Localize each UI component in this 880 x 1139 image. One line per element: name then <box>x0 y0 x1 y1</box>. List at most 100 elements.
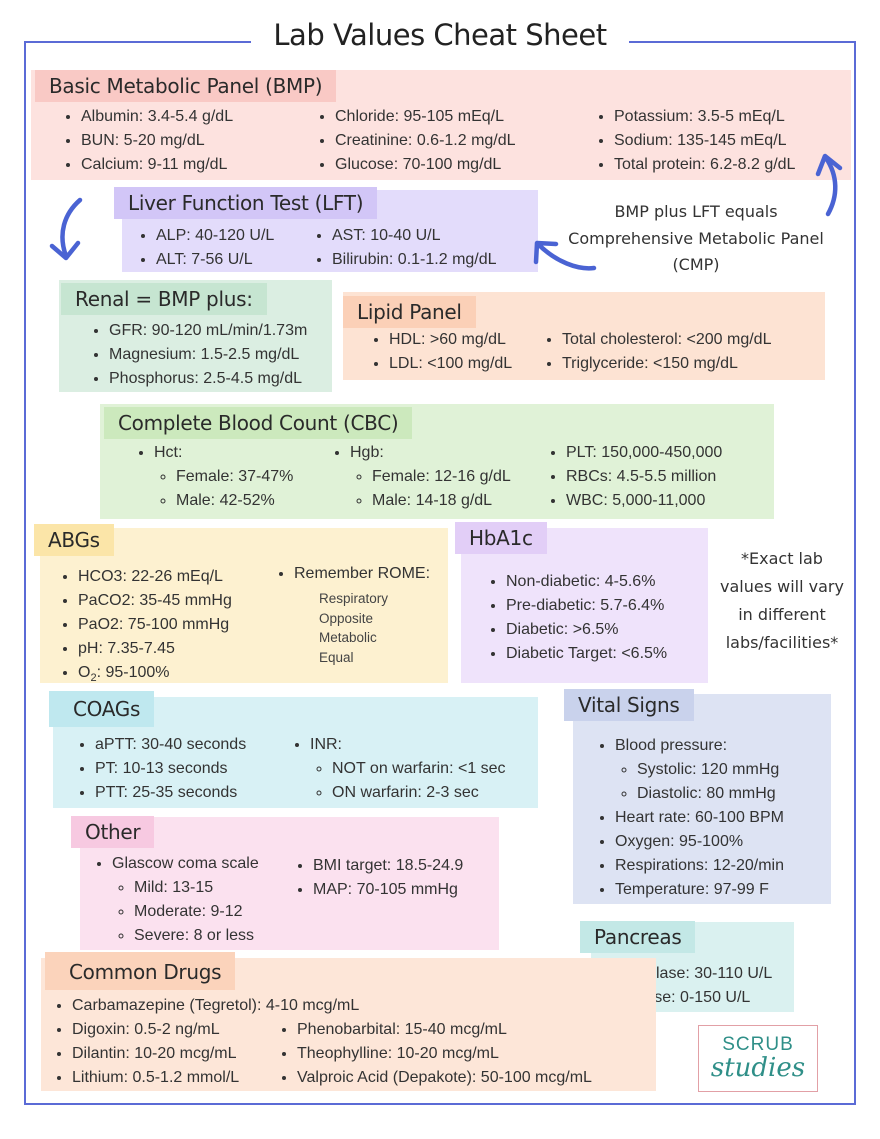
list-item: Chloride: 95-105 mEq/L <box>335 105 516 129</box>
abgs-col-1: HCO3: 22-26 mEq/LPaCO2: 35-45 mmHgPaO2: … <box>58 565 232 690</box>
renal-col-1: GFR: 90-120 mL/min/1.73mMagnesium: 1.5-2… <box>89 319 307 391</box>
other-panel: Other Glascow coma scale Mild: 13-15Mode… <box>71 816 499 950</box>
other-col-2: BMI target: 18.5-24.9MAP: 70-105 mmHg <box>293 854 463 902</box>
list-item: Mild: 13-15 <box>134 876 259 900</box>
cbc-col-3: PLT: 150,000-450,000RBCs: 4.5-5.5 millio… <box>546 441 722 513</box>
list-item: AST: 10-40 U/L <box>332 224 497 248</box>
list-item: MAP: 70-105 mmHg <box>313 878 463 902</box>
list-item: Diastolic: 80 mmHg <box>637 782 784 806</box>
rome-item: Respiratory <box>319 591 389 606</box>
list-item: Total protein: 6.2-8.2 g/dL <box>614 153 795 177</box>
list-item: NOT on warfarin: <1 sec <box>332 757 506 781</box>
list-item: HDL: >60 mg/dL <box>389 328 512 352</box>
note-line: labs/facilities* <box>725 633 839 652</box>
list-item: Potassium: 3.5-5 mEq/L <box>614 105 795 129</box>
lft-col-1: ALP: 40-120 U/LALT: 7-56 U/L <box>136 224 274 272</box>
list-item: Respirations: 12-20/min <box>615 854 784 878</box>
lft-panel: Liver Function Test (LFT) ALP: 40-120 U/… <box>114 187 538 272</box>
cmp-note: BMP plus LFT equals Comprehensive Metabo… <box>560 199 832 279</box>
list-item: Creatinine: 0.6-1.2 mg/dL <box>335 129 516 153</box>
vitals-col: Blood pressure: Systolic: 120 mmHgDiasto… <box>595 734 784 902</box>
cbc-hgb: Hgb: Female: 12-16 g/dLMale: 14-18 g/dL <box>330 441 511 513</box>
coags-col-1: aPTT: 30-40 secondsPT: 10-13 secondsPTT:… <box>75 733 246 805</box>
list-item: Total cholesterol: <200 mg/dL <box>562 328 771 352</box>
renal-panel: Renal = BMP plus: GFR: 90-120 mL/min/1.7… <box>59 280 332 392</box>
list-item: Diabetic: >6.5% <box>506 618 667 642</box>
list-item: Triglyceride: <150 mg/dL <box>562 352 771 376</box>
list-item: Non-diabetic: 4-5.6% <box>506 570 667 594</box>
lft-title: Liver Function Test (LFT) <box>114 187 378 219</box>
gcs-sub: Mild: 13-15Moderate: 9-12Severe: 8 or le… <box>112 876 259 948</box>
lipid-panel: Lipid Panel HDL: >60 mg/dLLDL: <100 mg/d… <box>343 292 825 380</box>
rome-item: Equal <box>319 649 354 665</box>
list-item: Dilantin: 10-20 mcg/mL <box>72 1042 239 1066</box>
o2-sub: 2 <box>90 672 97 685</box>
list-item: Glucose: 70-100 mg/dL <box>335 153 516 177</box>
list-item: BUN: 5-20 mg/dL <box>81 129 233 153</box>
bp-label: Blood pressure: <box>615 737 728 754</box>
bmp-col-3: Potassium: 3.5-5 mEq/LSodium: 135-145 mE… <box>594 105 795 177</box>
other-title: Other <box>71 816 155 848</box>
hba1c-panel: HbA1c Non-diabetic: 4-5.6%Pre-diabetic: … <box>455 522 708 683</box>
abgs-title: ABGs <box>34 524 114 556</box>
list-item: PaO2: 75-100 mmHg <box>78 613 232 637</box>
renal-title: Renal = BMP plus: <box>61 283 267 315</box>
note-line: *Exact lab <box>741 549 823 568</box>
list-item: PaCO2: 35-45 mmHg <box>78 589 232 613</box>
list-item: Systolic: 120 mmHg <box>637 758 784 782</box>
cmp-note-line: BMP plus LFT equals <box>614 202 778 221</box>
list-item: Diabetic Target: <6.5% <box>506 642 667 666</box>
list-item: Phosphorus: 2.5-4.5 mg/dL <box>109 367 307 391</box>
hct-label: Hct: <box>154 444 183 461</box>
hba1c-title: HbA1c <box>455 522 547 554</box>
exact-values-note: *Exact lab values will vary in different… <box>712 545 852 657</box>
list-item: RBCs: 4.5-5.5 million <box>566 465 722 489</box>
bmp-title: Basic Metabolic Panel (BMP) <box>35 70 337 102</box>
drugs-col-2: Phenobarbital: 15-40 mcg/mLTheophylline:… <box>277 1018 592 1090</box>
vitals-panel: Vital Signs Blood pressure: Systolic: 12… <box>564 689 831 904</box>
list-item: Oxygen: 95-100% <box>615 830 784 854</box>
list-item: Sodium: 135-145 mEq/L <box>614 129 795 153</box>
inr-sub: NOT on warfarin: <1 secON warfarin: 2-3 … <box>310 757 506 805</box>
list-item: Albumin: 3.4-5.4 g/dL <box>81 105 233 129</box>
logo-line-1: SCRUB <box>722 1034 794 1055</box>
list-item: PT: 10-13 seconds <box>95 757 246 781</box>
note-line: values will vary <box>720 577 844 596</box>
list-item: Temperature: 97-99 F <box>615 878 784 902</box>
bmp-col-2: Chloride: 95-105 mEq/LCreatinine: 0.6-1.… <box>315 105 516 177</box>
list-item: HCO3: 22-26 mEq/L <box>78 565 232 589</box>
list-item: Female: 12-16 g/dL <box>372 465 511 489</box>
list-item: ALT: 7-56 U/L <box>156 248 274 272</box>
list-item: PTT: 25-35 seconds <box>95 781 246 805</box>
bp-sub: Systolic: 120 mmHgDiastolic: 80 mmHg <box>615 758 784 806</box>
logo-line-2: studies <box>710 1053 806 1083</box>
list-item: Digoxin: 0.5-2 ng/mL <box>72 1018 239 1042</box>
lipid-col-1: HDL: >60 mg/dLLDL: <100 mg/dL <box>369 328 512 376</box>
abgs-rome-label: Remember ROME: <box>274 562 430 586</box>
rome-list: Respiratory Opposite Metabolic Equal <box>319 589 388 667</box>
o2-value: : 95-100% <box>96 664 170 681</box>
list-item: Moderate: 9-12 <box>134 900 259 924</box>
drugs-panel: Common Drugs Carbamazepine (Tegretol): 4… <box>41 952 656 1091</box>
hgb-sub: Female: 12-16 g/dLMale: 14-18 g/dL <box>350 465 511 513</box>
list-item: Female: 37-47% <box>176 465 293 489</box>
bmp-panel: Basic Metabolic Panel (BMP) Albumin: 3.4… <box>31 70 851 180</box>
list-item: Pre-diabetic: 5.7-6.4% <box>506 594 667 618</box>
o2-label: O <box>78 664 91 681</box>
list-item: GFR: 90-120 mL/min/1.73m <box>109 319 307 343</box>
cbc-hct: Hct: Female: 37-47%Male: 42-52% <box>134 441 293 513</box>
list-item: pH: 7.35-7.45 <box>78 637 232 661</box>
rome-item: Metabolic <box>319 630 377 645</box>
inr-label: INR: <box>310 736 342 753</box>
cbc-title: Complete Blood Count (CBC) <box>104 407 413 439</box>
list-item: Heart rate: 60-100 BPM <box>615 806 784 830</box>
abgs-list: HCO3: 22-26 mEq/LPaCO2: 35-45 mmHgPaO2: … <box>58 565 232 661</box>
hba1c-col-1: Non-diabetic: 4-5.6%Pre-diabetic: 5.7-6.… <box>486 570 667 666</box>
list-item: Lithium: 0.5-1.2 mmol/L <box>72 1066 239 1090</box>
title-bar: Lab Values Cheat Sheet <box>0 18 880 52</box>
list-item: LDL: <100 mg/dL <box>389 352 512 376</box>
vitals-items: Heart rate: 60-100 BPMOxygen: 95-100%Res… <box>595 806 784 902</box>
cbc-panel: Complete Blood Count (CBC) Hct: Female: … <box>100 404 774 519</box>
lipid-col-2: Total cholesterol: <200 mg/dLTriglycerid… <box>542 328 771 376</box>
list-item: aPTT: 30-40 seconds <box>95 733 246 757</box>
